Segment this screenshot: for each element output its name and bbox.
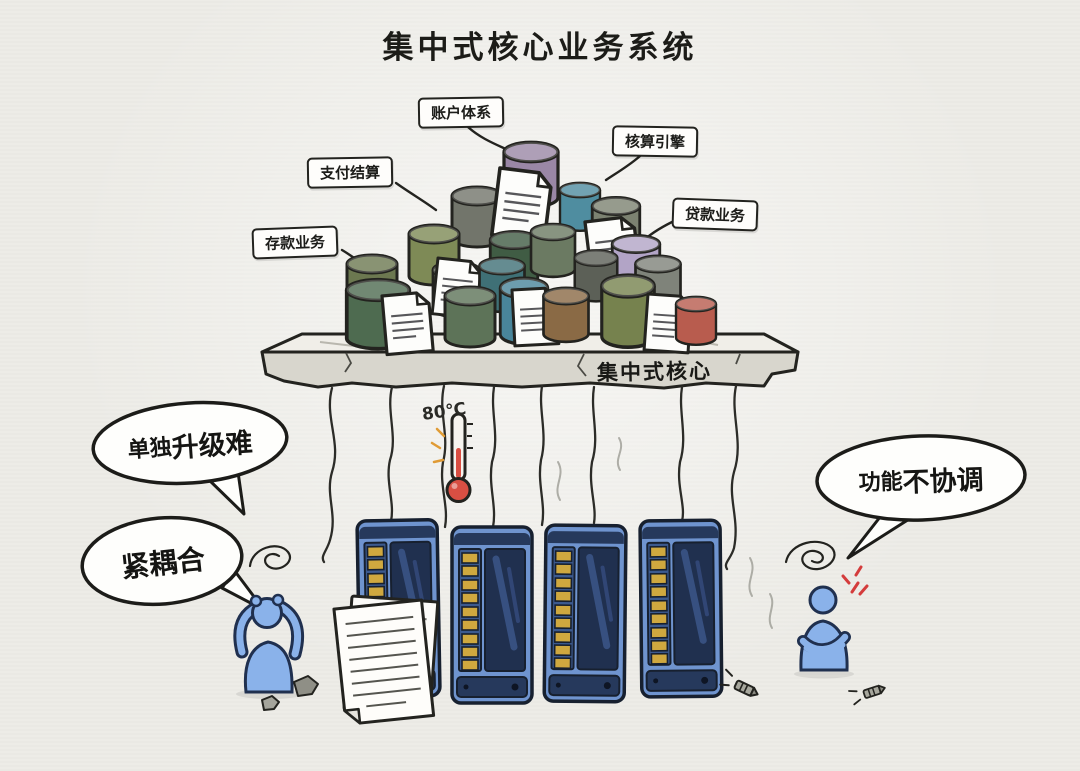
debris-pebbles	[261, 675, 319, 711]
bubble-upgrade-prefix: 单独	[126, 434, 173, 463]
screw-icon-2	[848, 684, 886, 706]
bubble-uncoordinated-text: 功能 不协调	[818, 455, 1023, 502]
label-accounting-engine: 核算引擎	[611, 125, 699, 158]
screw-icon-1	[719, 668, 759, 697]
speech-bubble-upgrade	[91, 400, 289, 516]
label-deposit-business-text: 存款业务	[264, 233, 326, 254]
label-payment-settlement-text: 支付结算	[319, 164, 381, 183]
bubble-uncoordinated-prefix: 功能	[858, 468, 903, 496]
bubble-uncoordinated-emphasis: 不协调	[902, 464, 985, 498]
papers-stack	[332, 594, 440, 725]
database-cylinder-icon	[529, 222, 577, 279]
document-icon	[380, 290, 435, 357]
server-tower-3	[544, 525, 626, 702]
label-payment-settlement: 支付结算	[306, 156, 394, 189]
thermometer-icon	[430, 412, 473, 503]
label-account-system-text: 账户体系	[430, 104, 492, 123]
scribble-icon-right	[784, 540, 836, 571]
page-title: 集中式核心业务系统	[382, 30, 698, 65]
label-loan-business-text: 贷款业务	[684, 205, 746, 226]
server-tower-4	[640, 520, 722, 697]
person-angry-right	[794, 565, 869, 679]
label-accounting-engine-text: 核算引擎	[624, 133, 686, 152]
database-cylinder-icon	[674, 295, 718, 346]
hanging-wires	[321, 384, 739, 571]
bubble-upgrade-emphasis: 升级难	[170, 427, 254, 463]
label-account-system: 账户体系	[417, 96, 505, 129]
label-loan-business: 贷款业务	[671, 197, 759, 232]
scribble-icon-left	[248, 545, 291, 570]
platform-label: 集中式核心	[596, 359, 713, 386]
label-deposit-business: 存款业务	[251, 225, 339, 260]
smoke-wisps	[556, 437, 774, 629]
database-cylinder-icon	[443, 285, 497, 349]
database-cylinder-icon	[542, 286, 590, 344]
server-tower-2	[452, 527, 532, 703]
speech-bubble-uncoordinated	[815, 434, 1027, 560]
anger-mark-icon	[841, 565, 869, 596]
person-frustrated-left	[233, 593, 305, 699]
